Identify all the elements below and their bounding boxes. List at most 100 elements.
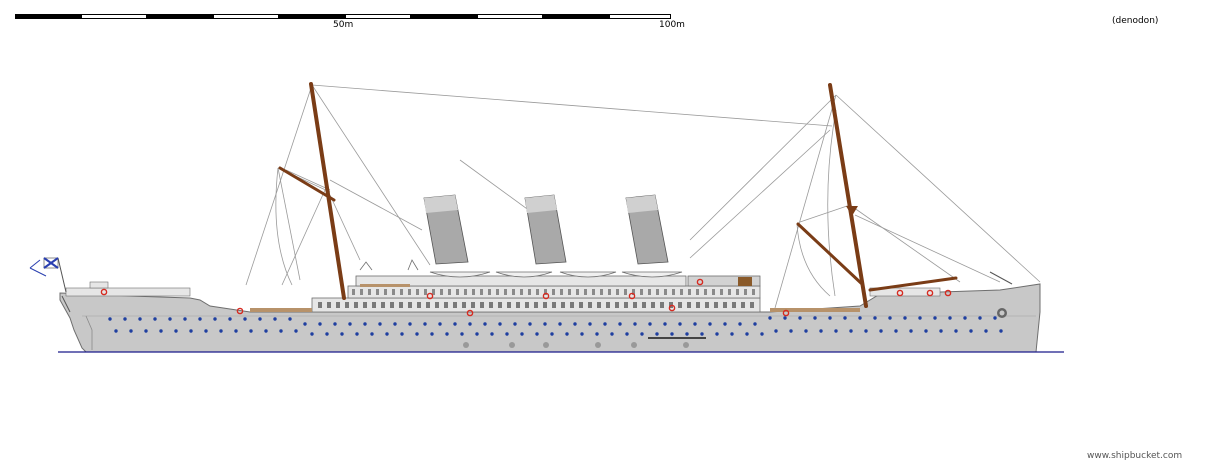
window xyxy=(512,289,515,295)
window xyxy=(480,289,483,295)
porthole xyxy=(423,322,427,326)
hull-fitting xyxy=(543,342,549,348)
window xyxy=(552,289,555,295)
window xyxy=(579,302,583,308)
porthole xyxy=(159,329,163,333)
porthole xyxy=(558,322,562,326)
porthole xyxy=(849,329,853,333)
aft-boom xyxy=(868,276,958,292)
porthole xyxy=(798,316,802,320)
lifeboat xyxy=(429,271,491,278)
window xyxy=(696,302,700,308)
porthole xyxy=(618,322,622,326)
lifeboat xyxy=(559,271,617,278)
window xyxy=(615,302,619,308)
porthole xyxy=(318,322,322,326)
porthole xyxy=(415,332,419,336)
porthole xyxy=(588,322,592,326)
porthole xyxy=(204,329,208,333)
hull-fitting xyxy=(595,342,601,348)
window xyxy=(732,302,736,308)
porthole xyxy=(408,322,412,326)
porthole xyxy=(483,322,487,326)
scale-segment xyxy=(81,14,147,19)
window xyxy=(632,289,635,295)
porthole xyxy=(760,332,764,336)
porthole xyxy=(700,332,704,336)
scale-label-100m: 100m xyxy=(659,20,685,30)
window xyxy=(426,302,430,308)
window xyxy=(416,289,419,295)
window xyxy=(642,302,646,308)
porthole xyxy=(894,329,898,333)
porthole xyxy=(468,322,472,326)
lifebuoy-icon xyxy=(100,288,108,296)
window xyxy=(354,302,358,308)
porthole xyxy=(370,332,374,336)
window xyxy=(480,302,484,308)
porthole xyxy=(828,316,832,320)
window xyxy=(318,302,322,308)
porthole xyxy=(774,329,778,333)
porthole xyxy=(234,329,238,333)
window xyxy=(408,302,412,308)
porthole xyxy=(114,329,118,333)
porthole xyxy=(333,322,337,326)
lifebuoy-icon xyxy=(896,289,904,297)
porthole xyxy=(678,322,682,326)
window xyxy=(399,302,403,308)
porthole xyxy=(189,329,193,333)
window xyxy=(496,289,499,295)
scale-bar xyxy=(15,14,671,19)
lifebuoy-icon xyxy=(696,278,704,286)
porthole xyxy=(978,316,982,320)
porthole xyxy=(348,322,352,326)
window xyxy=(651,302,655,308)
porthole xyxy=(535,332,539,336)
window xyxy=(606,302,610,308)
porthole xyxy=(393,322,397,326)
lifebuoy-icon xyxy=(926,289,934,297)
porthole xyxy=(783,316,787,320)
porthole xyxy=(858,316,862,320)
porthole xyxy=(490,332,494,336)
window xyxy=(345,302,349,308)
anchor-icon xyxy=(997,308,1007,318)
window xyxy=(498,302,502,308)
hull-fitting xyxy=(683,342,689,348)
porthole xyxy=(123,317,127,321)
window xyxy=(712,289,715,295)
porthole xyxy=(888,316,892,320)
porthole xyxy=(648,322,652,326)
window xyxy=(597,302,601,308)
porthole xyxy=(325,332,329,336)
porthole xyxy=(498,322,502,326)
scale-segment xyxy=(411,14,477,19)
lifeboat xyxy=(495,271,553,278)
porthole xyxy=(279,329,283,333)
window xyxy=(507,302,511,308)
window xyxy=(648,289,651,295)
stern-rail xyxy=(61,295,71,313)
porthole xyxy=(924,329,928,333)
window xyxy=(384,289,387,295)
window xyxy=(664,289,667,295)
porthole xyxy=(249,329,253,333)
window xyxy=(678,302,682,308)
window xyxy=(600,289,603,295)
window xyxy=(472,289,475,295)
window xyxy=(588,302,592,308)
window xyxy=(633,302,637,308)
porthole xyxy=(633,322,637,326)
porthole xyxy=(999,329,1003,333)
porthole xyxy=(939,329,943,333)
window xyxy=(720,289,723,295)
porthole xyxy=(108,317,112,321)
window xyxy=(336,302,340,308)
funnel-2 xyxy=(524,194,567,265)
author-credit: (denodon) xyxy=(1112,16,1159,26)
window xyxy=(462,302,466,308)
porthole xyxy=(873,316,877,320)
window xyxy=(687,302,691,308)
porthole xyxy=(655,332,659,336)
